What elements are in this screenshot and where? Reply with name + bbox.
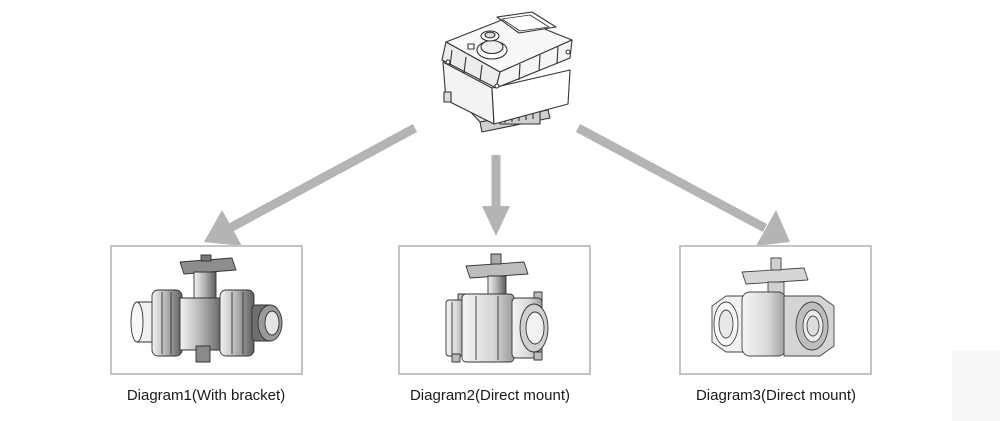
arrows: [204, 124, 790, 246]
arrow-to-diagram3: [575, 124, 790, 246]
diagram2-caption: Diagram2(Direct mount): [409, 387, 571, 404]
diagram3-three-way-valve: [711, 257, 835, 357]
diagram1-caption: Diagram1(With bracket): [126, 387, 286, 404]
corner-shade: [952, 351, 1000, 421]
diagram3-caption: Diagram3(Direct mount): [695, 387, 857, 404]
arrow-to-diagram2: [482, 155, 510, 236]
diagram1-union-valve: [130, 254, 283, 363]
diagram2-three-piece-valve: [445, 253, 549, 363]
arrow-to-diagram1: [204, 124, 418, 246]
actuator-illustration: [441, 11, 573, 133]
